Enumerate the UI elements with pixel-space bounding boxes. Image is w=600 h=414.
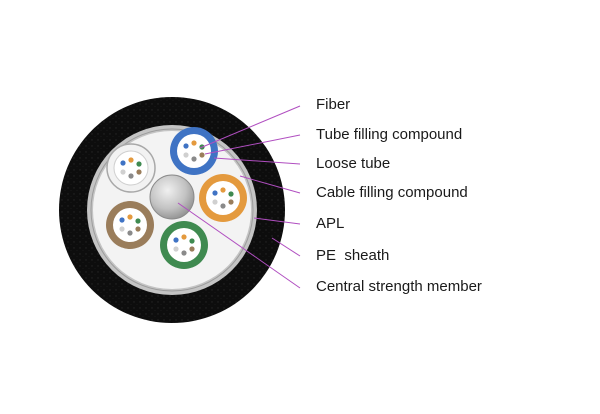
apl-ring-inner-edge (90, 128, 254, 292)
label-loose-tube: Loose tube (316, 155, 391, 172)
central-strength-member (149, 174, 195, 220)
leader-apl (253, 217, 301, 225)
leader-central-member (177, 202, 301, 289)
leader-loose-tube (213, 157, 301, 165)
loose-tube-orange (199, 174, 247, 222)
label-cable-filling-compound: Cable filling compound (316, 184, 468, 201)
label-apl: APL (316, 215, 345, 232)
leader-lines (177, 105, 301, 289)
loose-tube-white (106, 143, 156, 193)
loose-tube-green (160, 221, 208, 269)
label-central-strength-member: Central strength member (316, 278, 482, 295)
leader-pe-sheath (271, 237, 301, 257)
loose-tube-brown (106, 201, 154, 249)
label-pe-sheath: PE sheath (316, 247, 390, 264)
label-fiber: Fiber (316, 96, 351, 113)
leader-cable-filling (239, 175, 301, 194)
label-tube-filling-compound: Tube filling compound (316, 126, 463, 143)
leader-tube-filling (204, 134, 301, 155)
leader-fiber (199, 105, 301, 149)
loose-tube-blue (170, 127, 218, 175)
